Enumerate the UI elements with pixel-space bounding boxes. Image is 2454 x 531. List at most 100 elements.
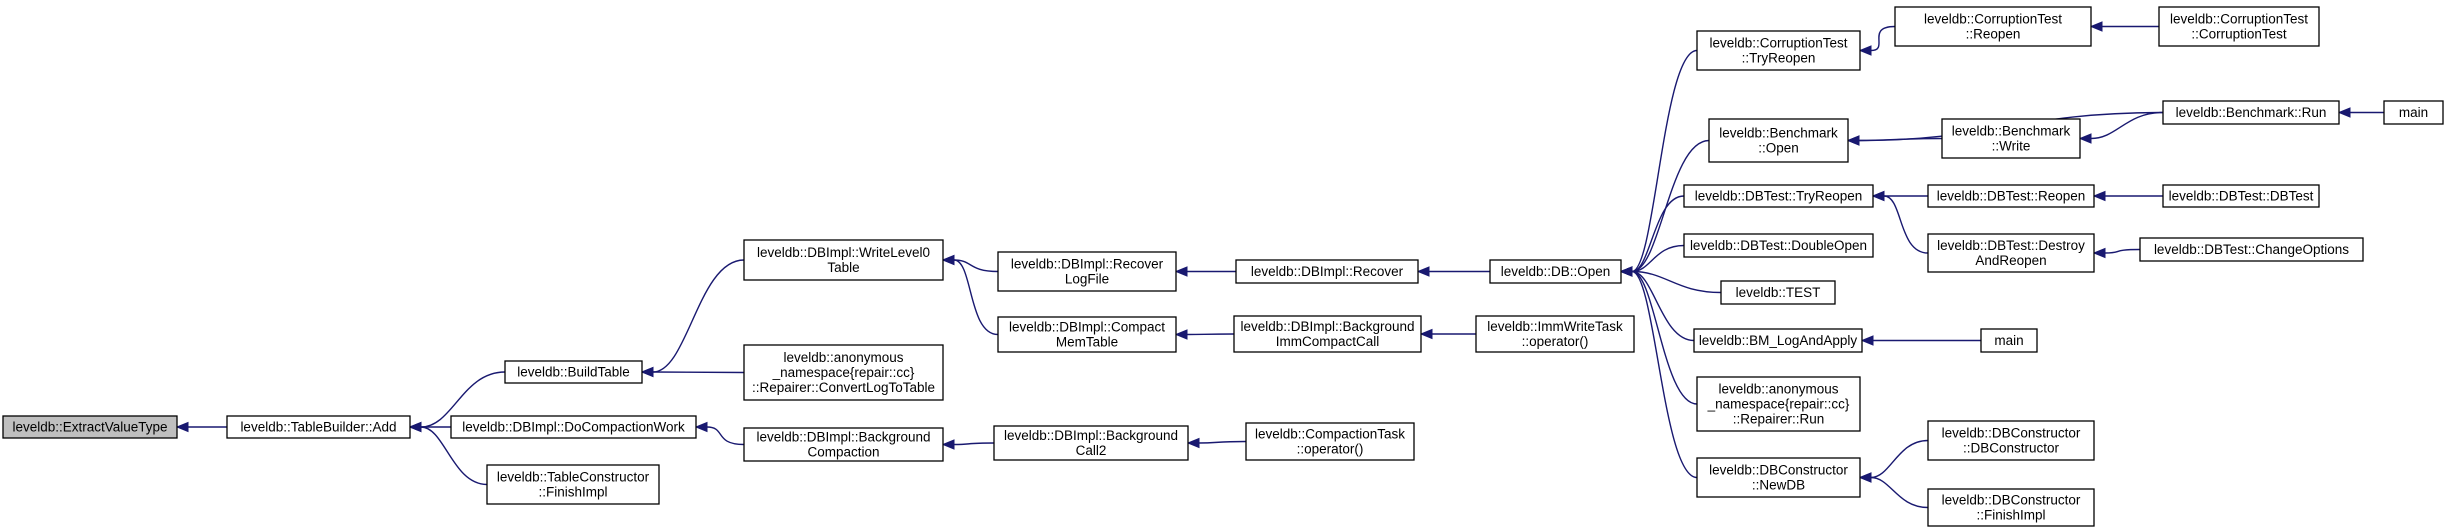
node-n12[interactable]: leveldb::DBImpl::BackgroundImmCompactCal… [1233, 315, 1422, 353]
edge-n5-to-n2 [640, 259, 745, 378]
node-box[interactable] [1489, 259, 1622, 284]
node-box[interactable] [1696, 30, 1861, 71]
root-node-box[interactable] [2, 415, 178, 439]
node-box[interactable] [1245, 422, 1415, 461]
node-box[interactable] [1927, 233, 2095, 273]
arrow-head [1619, 266, 1633, 277]
arrow-head [694, 421, 708, 433]
node-box[interactable] [997, 251, 1177, 292]
node-n16[interactable]: leveldb::CorruptionTest::TryReopen [1696, 30, 1861, 71]
node-n22[interactable]: leveldb::anonymous_namespace{repair::cc}… [1696, 376, 1861, 432]
edge-n7-to-n3 [694, 421, 745, 446]
node-box[interactable] [2162, 184, 2320, 208]
edge-n24-to-n16 [1858, 25, 1896, 56]
node-box[interactable] [1980, 328, 2038, 353]
node-n14[interactable]: leveldb::DB::Open [1489, 259, 1622, 284]
arrow-head [2092, 190, 2106, 202]
node-label: leveldb::BM_LogAndApply [1699, 333, 1858, 348]
node-n26[interactable]: leveldb::DBTest::Reopen [1927, 184, 2095, 208]
arrow-head [1174, 329, 1188, 340]
node-n33[interactable]: leveldb::DBTest::DBTest [2162, 184, 2320, 208]
node-box[interactable] [2162, 100, 2340, 125]
node-box[interactable] [1233, 315, 1422, 353]
node-box[interactable] [1708, 118, 1849, 163]
node-box[interactable] [2139, 237, 2364, 262]
node-box[interactable] [1927, 184, 2095, 208]
node-box[interactable] [743, 239, 944, 281]
node-box[interactable] [1693, 328, 1863, 353]
node-label: leveldb::BuildTable [517, 365, 630, 380]
node-n32[interactable]: leveldb::Benchmark::Run [2162, 100, 2340, 125]
node-box[interactable] [743, 427, 944, 462]
node-n25[interactable]: leveldb::Benchmark::Write [1941, 118, 2081, 159]
edge-n35-to-n32 [2337, 107, 2384, 118]
node-box[interactable] [1475, 315, 1635, 353]
node-n19[interactable]: leveldb::DBTest::DoubleOpen [1683, 233, 1874, 258]
node-label: Table [827, 260, 859, 275]
node-box[interactable] [1696, 457, 1861, 498]
node-n2[interactable]: leveldb::BuildTable [504, 360, 643, 384]
node-label: ::Repairer::Run [1733, 412, 1825, 427]
node-box[interactable] [1683, 233, 1874, 258]
node-box[interactable] [1941, 118, 2081, 159]
node-n35[interactable]: main [2383, 100, 2444, 125]
node-box[interactable] [1720, 280, 1836, 305]
node-box[interactable] [226, 415, 411, 439]
node-label: leveldb::DB::Open [1501, 264, 1611, 279]
node-box[interactable] [1927, 420, 2095, 461]
node-n24[interactable]: leveldb::CorruptionTest::Reopen [1894, 6, 2092, 47]
node-box[interactable] [504, 360, 643, 384]
node-n18[interactable]: leveldb::DBTest::TryReopen [1683, 184, 1874, 208]
node-box[interactable] [1235, 259, 1419, 284]
node-n34[interactable]: leveldb::DBTest::ChangeOptions [2139, 237, 2364, 262]
node-box[interactable] [1696, 376, 1861, 432]
node-box[interactable] [2383, 100, 2444, 125]
arrow-head [408, 421, 422, 433]
edge-line [1186, 333, 1235, 336]
node-label: leveldb::CorruptionTest [2170, 12, 2308, 27]
node-n21[interactable]: leveldb::BM_LogAndApply [1693, 328, 1863, 353]
node-n20[interactable]: leveldb::TEST [1720, 280, 1836, 305]
node-n31[interactable]: leveldb::CorruptionTest::CorruptionTest [2158, 6, 2320, 47]
arrow-head [1858, 472, 1872, 483]
node-n23[interactable]: leveldb::DBConstructor::NewDB [1696, 457, 1861, 498]
node-n30[interactable]: leveldb::DBConstructor::FinishImpl [1927, 488, 2095, 527]
node-box[interactable] [993, 425, 1189, 461]
edge-n34-to-n27 [2092, 247, 2141, 259]
node-label: leveldb::DBImpl::Background [756, 430, 930, 445]
node-n3[interactable]: leveldb::DBImpl::DoCompactionWork [450, 415, 697, 439]
node-box[interactable] [1683, 184, 1874, 208]
node-n13[interactable]: leveldb::CompactionTask::operator() [1245, 422, 1415, 461]
node-box[interactable] [1894, 6, 2092, 47]
arrow-head [1860, 335, 1874, 346]
edge-line [420, 371, 506, 428]
edge-line [652, 259, 745, 373]
node-n17[interactable]: leveldb::Benchmark::Open [1708, 118, 1849, 163]
node-box[interactable] [1927, 488, 2095, 527]
node-n0[interactable]: leveldb::ExtractValueType [2, 415, 178, 439]
edge-n30-to-n23 [1858, 472, 1929, 509]
node-n29[interactable]: leveldb::DBConstructor::DBConstructor [1927, 420, 2095, 461]
node-box[interactable] [450, 415, 697, 439]
node-label: ::operator() [1522, 334, 1589, 349]
node-label: leveldb::DBImpl::Compact [1009, 320, 1165, 335]
node-n6[interactable]: leveldb::anonymous_namespace{repair::cc}… [743, 344, 944, 401]
node-box[interactable] [486, 464, 660, 505]
node-n11[interactable]: leveldb::DBImpl::Recover [1235, 259, 1419, 284]
node-label: main [1994, 333, 2023, 348]
arrow-head [941, 439, 955, 450]
node-n4[interactable]: leveldb::TableConstructor::FinishImpl [486, 464, 660, 505]
node-n1[interactable]: leveldb::TableBuilder::Add [226, 415, 411, 439]
node-box[interactable] [743, 344, 944, 401]
node-n28[interactable]: main [1980, 328, 2038, 353]
node-box[interactable] [2158, 6, 2320, 47]
node-n15[interactable]: leveldb::ImmWriteTask::operator() [1475, 315, 1635, 353]
node-box[interactable] [997, 316, 1177, 353]
edge-line [420, 426, 488, 486]
